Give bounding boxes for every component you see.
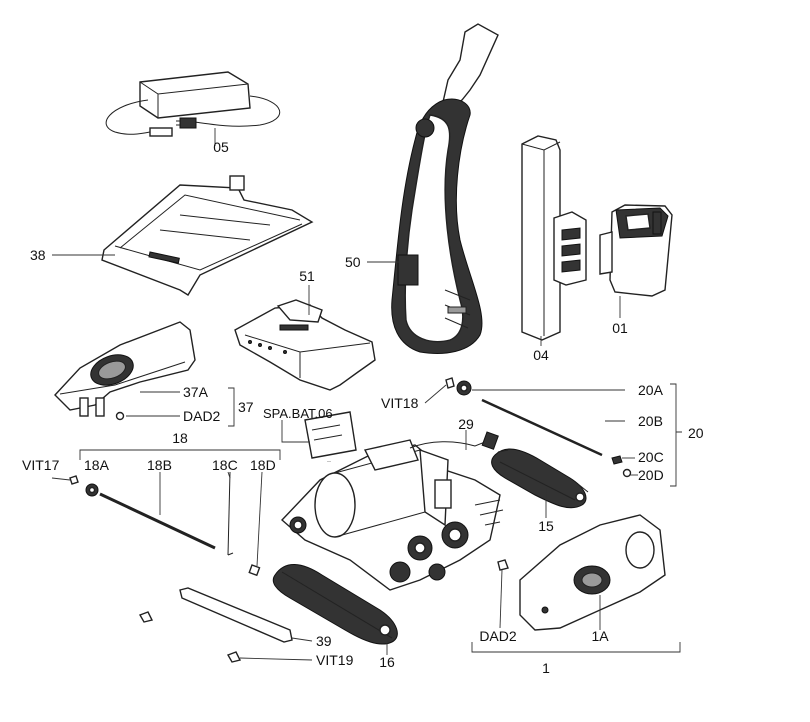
- part-axle-20: [445, 377, 632, 478]
- label-20c: 20C: [638, 449, 664, 465]
- label-16: 16: [379, 654, 395, 670]
- label-18b: 18B: [147, 457, 172, 473]
- label-37a: 37A: [183, 384, 209, 400]
- label-05: 05: [213, 139, 229, 155]
- label-dad2-top: DAD2: [183, 408, 221, 424]
- label-04: 04: [533, 347, 549, 363]
- label-15: 15: [538, 518, 554, 534]
- part-charger: [105, 71, 281, 137]
- label-20: 20: [688, 425, 704, 441]
- part-handle: [391, 23, 499, 354]
- part-bracket-39: [138, 559, 509, 663]
- label-dad2-bottom: DAD2: [479, 628, 517, 644]
- part-battery: [599, 204, 673, 297]
- label-18a: 18A: [84, 457, 110, 473]
- label-spa-bat-06: SPA.BAT.06: [263, 406, 333, 421]
- part-battery-base: [234, 299, 376, 391]
- callout-labels: 05 38 51 50 04 01 37A 37 DAD2 SPA.BAT.06…: [22, 139, 704, 676]
- label-1: 1: [542, 660, 550, 676]
- label-29: 29: [458, 416, 474, 432]
- label-39: 39: [316, 633, 332, 649]
- board-tiny-text: —: [327, 458, 331, 463]
- part-side-cover: [519, 514, 666, 631]
- label-vit18: VIT18: [381, 395, 419, 411]
- part-tray: [101, 175, 314, 296]
- part-spa-board: —: [304, 411, 357, 463]
- label-01: 01: [612, 320, 628, 336]
- label-1a: 1A: [591, 628, 609, 644]
- part-axle-group: [69, 471, 261, 577]
- label-38: 38: [30, 247, 46, 263]
- label-vit19: VIT19: [316, 652, 354, 668]
- label-20d: 20D: [638, 467, 664, 483]
- part-motor-assembly: [280, 431, 504, 591]
- part-side-housing: [54, 321, 196, 421]
- part-brush-16: [272, 564, 398, 645]
- part-bar: [521, 135, 587, 341]
- label-18: 18: [172, 430, 188, 446]
- part-brush-15: [491, 448, 589, 509]
- label-20b: 20B: [638, 413, 663, 429]
- label-50: 50: [345, 254, 361, 270]
- leader-lines: [51, 128, 682, 661]
- label-20a: 20A: [638, 382, 664, 398]
- label-37: 37: [238, 399, 254, 415]
- label-51: 51: [299, 268, 315, 284]
- label-18c: 18C: [212, 457, 238, 473]
- label-18d: 18D: [250, 457, 276, 473]
- label-vit17: VIT17: [22, 457, 60, 473]
